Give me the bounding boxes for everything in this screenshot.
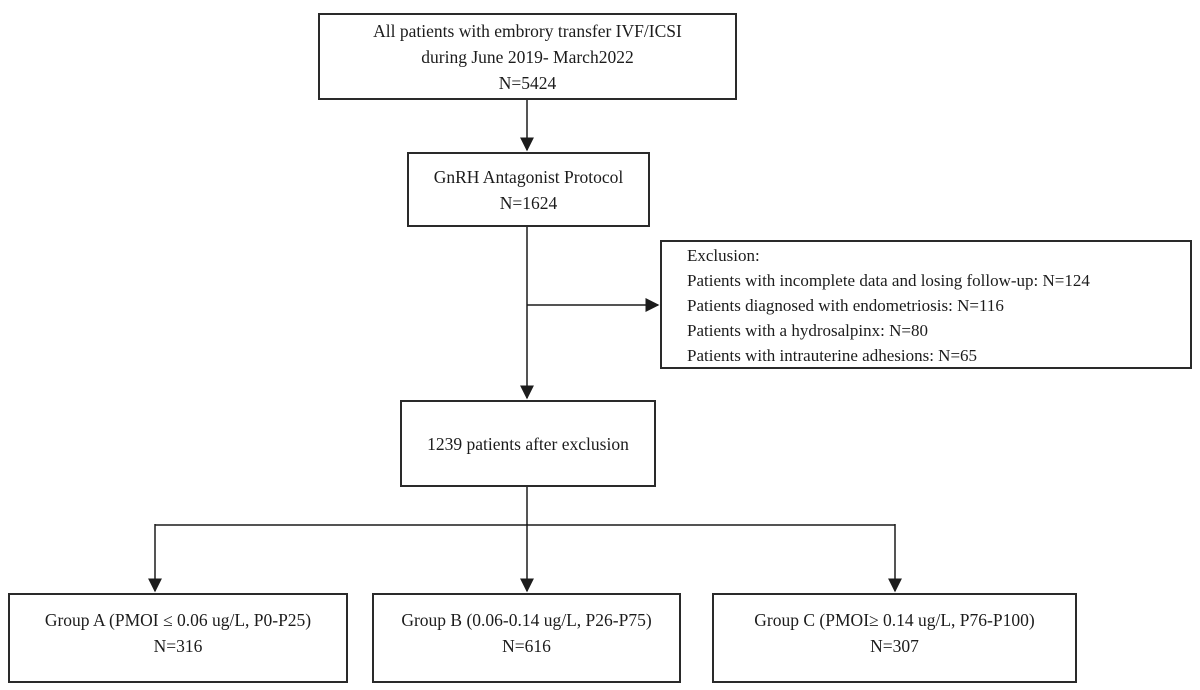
exclusion-title: Exclusion: [687, 246, 760, 265]
exclusion-item: Patients with intrauterine adhesions: N=… [687, 346, 978, 365]
group-b-label: Group B (0.06-0.14 ug/L, P26-P75) [401, 610, 652, 630]
all-patients-count: N=5424 [498, 72, 557, 93]
box-all-patients: All patients with embrory transfer IVF/I… [318, 13, 737, 100]
box-group-a: Group A (PMOI ≤ 0.06 ug/L, P0-P25) N=316 [8, 593, 348, 683]
box-after-exclusion: 1239 patients after exclusion [400, 400, 656, 487]
all-patients-line1: All patients with embrory transfer IVF/I… [373, 20, 682, 41]
group-a-label: Group A (PMOI ≤ 0.06 ug/L, P0-P25) [44, 610, 312, 630]
group-c-count: N=307 [870, 636, 919, 656]
gnrh-count: N=1624 [499, 192, 558, 213]
group-c-label: Group C (PMOI≥ 0.14 ug/L, P76-P100) [754, 610, 1035, 630]
exclusion-item: Patients diagnosed with endometriosis: N… [687, 296, 1004, 315]
after-exclusion-label: 1239 patients after exclusion [427, 433, 629, 454]
box-exclusion: Exclusion: Patients with incomplete data… [660, 240, 1192, 369]
exclusion-item: Patients with a hydrosalpinx: N=80 [687, 321, 928, 340]
all-patients-line2: during June 2019- March2022 [421, 46, 634, 67]
gnrh-label: GnRH Antagonist Protocol [433, 166, 624, 187]
box-group-c: Group C (PMOI≥ 0.14 ug/L, P76-P100) N=30… [712, 593, 1077, 683]
exclusion-item: Patients with incomplete data and losing… [687, 271, 1090, 290]
box-gnrh-protocol: GnRH Antagonist Protocol N=1624 [407, 152, 650, 227]
group-a-count: N=316 [153, 636, 203, 656]
box-group-b: Group B (0.06-0.14 ug/L, P26-P75) N=616 [372, 593, 681, 683]
group-b-count: N=616 [502, 636, 551, 656]
